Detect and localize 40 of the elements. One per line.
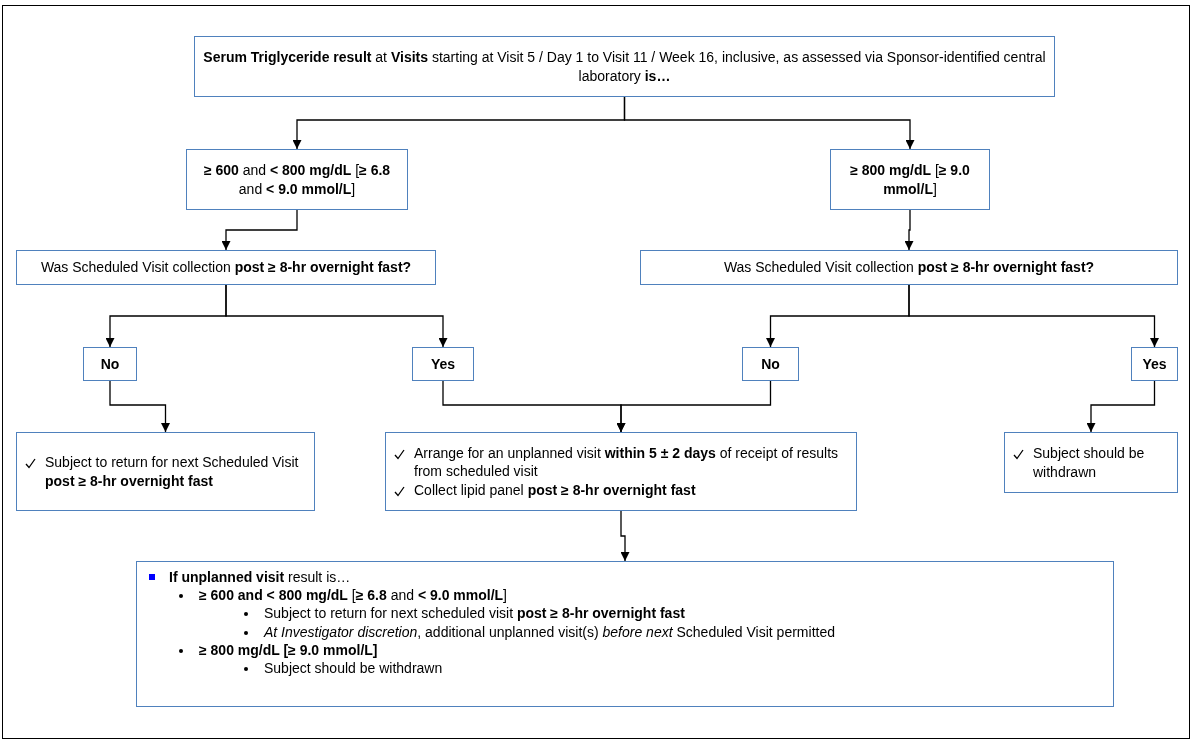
question-box [16, 250, 436, 285]
process-box [194, 36, 1055, 97]
arrow [623, 96, 915, 150]
node-text: ≥ 800 mg/dL [≥ 9.0 mmol/L] [199, 640, 379, 659]
node-text: Subject to return for next scheduled visit post ≥ 8-hr overnight fast [264, 604, 686, 623]
arrow [620, 510, 630, 562]
node-text: Yes [1142, 354, 1167, 374]
process-box [16, 432, 315, 511]
process-box [385, 432, 857, 511]
node-text: Serum Triglyceride result at Visits starting at Visit 5 / Day 1 to Visit 11 / Week 16, inclusive, as assessed via Sponsor-identified central laboratory is… [203, 48, 1046, 85]
arrow [616, 380, 772, 433]
node-text: Was Scheduled Visit collection post ≥ 8-hr overnight fast? [40, 258, 412, 277]
question-box [640, 250, 1178, 285]
process-box [136, 561, 1114, 707]
node-text: Yes [430, 354, 456, 374]
arrow [109, 380, 170, 433]
answer-box [742, 347, 799, 381]
node-text: If unplanned visit result is… [169, 568, 352, 587]
process-box [1004, 432, 1178, 493]
node-text: No [761, 354, 780, 374]
process-box [186, 149, 408, 210]
node-text: At Investigator discretion, additional unplanned visit(s) before next Scheduled Visit permitted [264, 622, 836, 641]
arrow [904, 209, 914, 251]
node-text: ≥ 600 and < 800 mg/dL [≥ 6.8 and < 9.0 mmol/L] [199, 586, 508, 605]
arrow [225, 284, 448, 348]
answer-box [1131, 347, 1178, 381]
answer-box [412, 347, 474, 381]
node-text: ≥ 800 mg/dL [≥ 9.0 mmol/L] [849, 161, 971, 198]
answer-box [83, 347, 137, 381]
node-text: Subject to return for next Scheduled Visit post ≥ 8-hr overnight fast [45, 453, 300, 490]
process-box [830, 149, 990, 210]
node-text: Collect lipid panel post ≥ 8-hr overnight fast [414, 480, 697, 499]
arrow [1086, 380, 1156, 433]
arrow [221, 209, 298, 251]
node-text: Subject should be withdrawn [1033, 444, 1146, 481]
node-text: ≥ 600 and < 800 mg/dL [≥ 6.8 and < 9.0 mmol/L] [202, 161, 392, 198]
arrow [908, 284, 1159, 348]
node-text: Subject should be withdrawn [264, 658, 444, 678]
node-text: Was Scheduled Visit collection post ≥ 8-hr overnight fast? [723, 258, 1095, 277]
node-text: No [100, 354, 120, 374]
